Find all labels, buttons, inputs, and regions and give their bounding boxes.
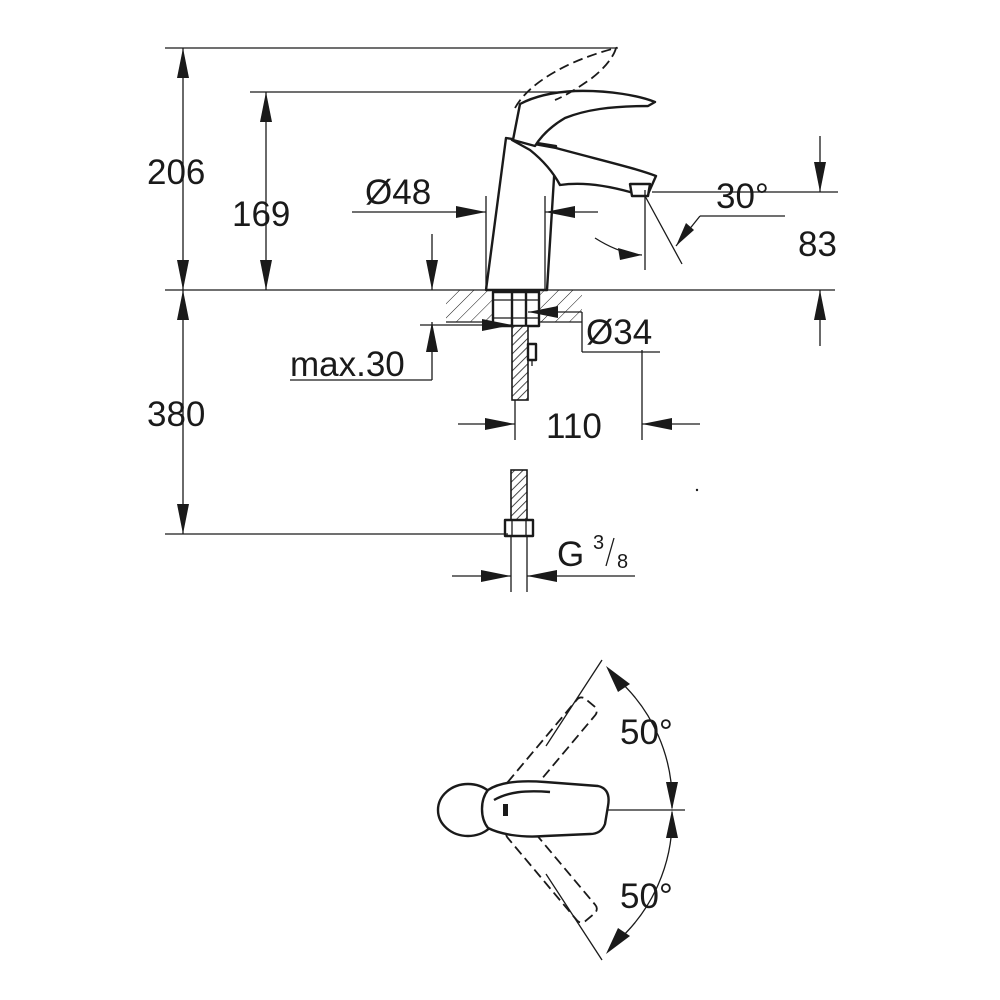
dimension-110: 110 (458, 350, 700, 446)
dimension-206: 206 (147, 47, 618, 290)
dimension-110-label: 110 (546, 407, 602, 446)
dimension-83: 83 (652, 136, 838, 346)
faucet-body (484, 136, 558, 292)
supply-hose-lower (510, 469, 528, 521)
lever-top (480, 780, 610, 838)
lever-indicator (503, 804, 508, 816)
connection-nut (503, 518, 535, 538)
dimension-169: 169 (232, 91, 560, 290)
dimension-380-label: 380 (147, 395, 205, 434)
dimension-max-30: max.30 (290, 234, 438, 384)
side-view: 206 169 Ø48 30° (147, 46, 838, 592)
rotation-arc-lower (606, 810, 678, 954)
dimension-thread-g38: G 3 8 (452, 532, 635, 592)
dimension-diameter-34-label: Ø34 (586, 313, 652, 352)
supply-hose-upper (511, 325, 529, 401)
faucet-spout (510, 138, 658, 196)
mounting-fixture (491, 290, 541, 328)
lever-handle (511, 89, 657, 148)
dimension-380: 380 (147, 290, 508, 535)
spout-aerator (628, 182, 652, 198)
dimension-diameter-34: Ø34 (420, 306, 660, 353)
drawing-speck (695, 488, 699, 492)
rotation-upper-label: 50° (620, 713, 673, 752)
dimension-169-label: 169 (232, 195, 290, 234)
hose-valve (526, 342, 538, 366)
dimension-83-label: 83 (798, 225, 837, 264)
dimension-angle-30-label: 30° (716, 177, 769, 216)
dimension-206-label: 206 (147, 153, 205, 192)
dimension-max-30-label: max.30 (290, 345, 405, 384)
lever-top-inner (493, 790, 551, 802)
thread-prefix-label: G (557, 535, 584, 574)
dimension-diameter-48: Ø48 (352, 173, 598, 290)
top-view: 50° 50° (436, 659, 685, 961)
thread-denominator-label: 8 (617, 551, 628, 573)
dimension-angle-30: 30° (594, 177, 785, 270)
dimension-diameter-48-label: Ø48 (365, 173, 431, 212)
rotation-lower-label: 50° (620, 877, 673, 916)
rotation-arc-upper (606, 666, 678, 810)
thread-numerator-label: 3 (593, 532, 604, 554)
